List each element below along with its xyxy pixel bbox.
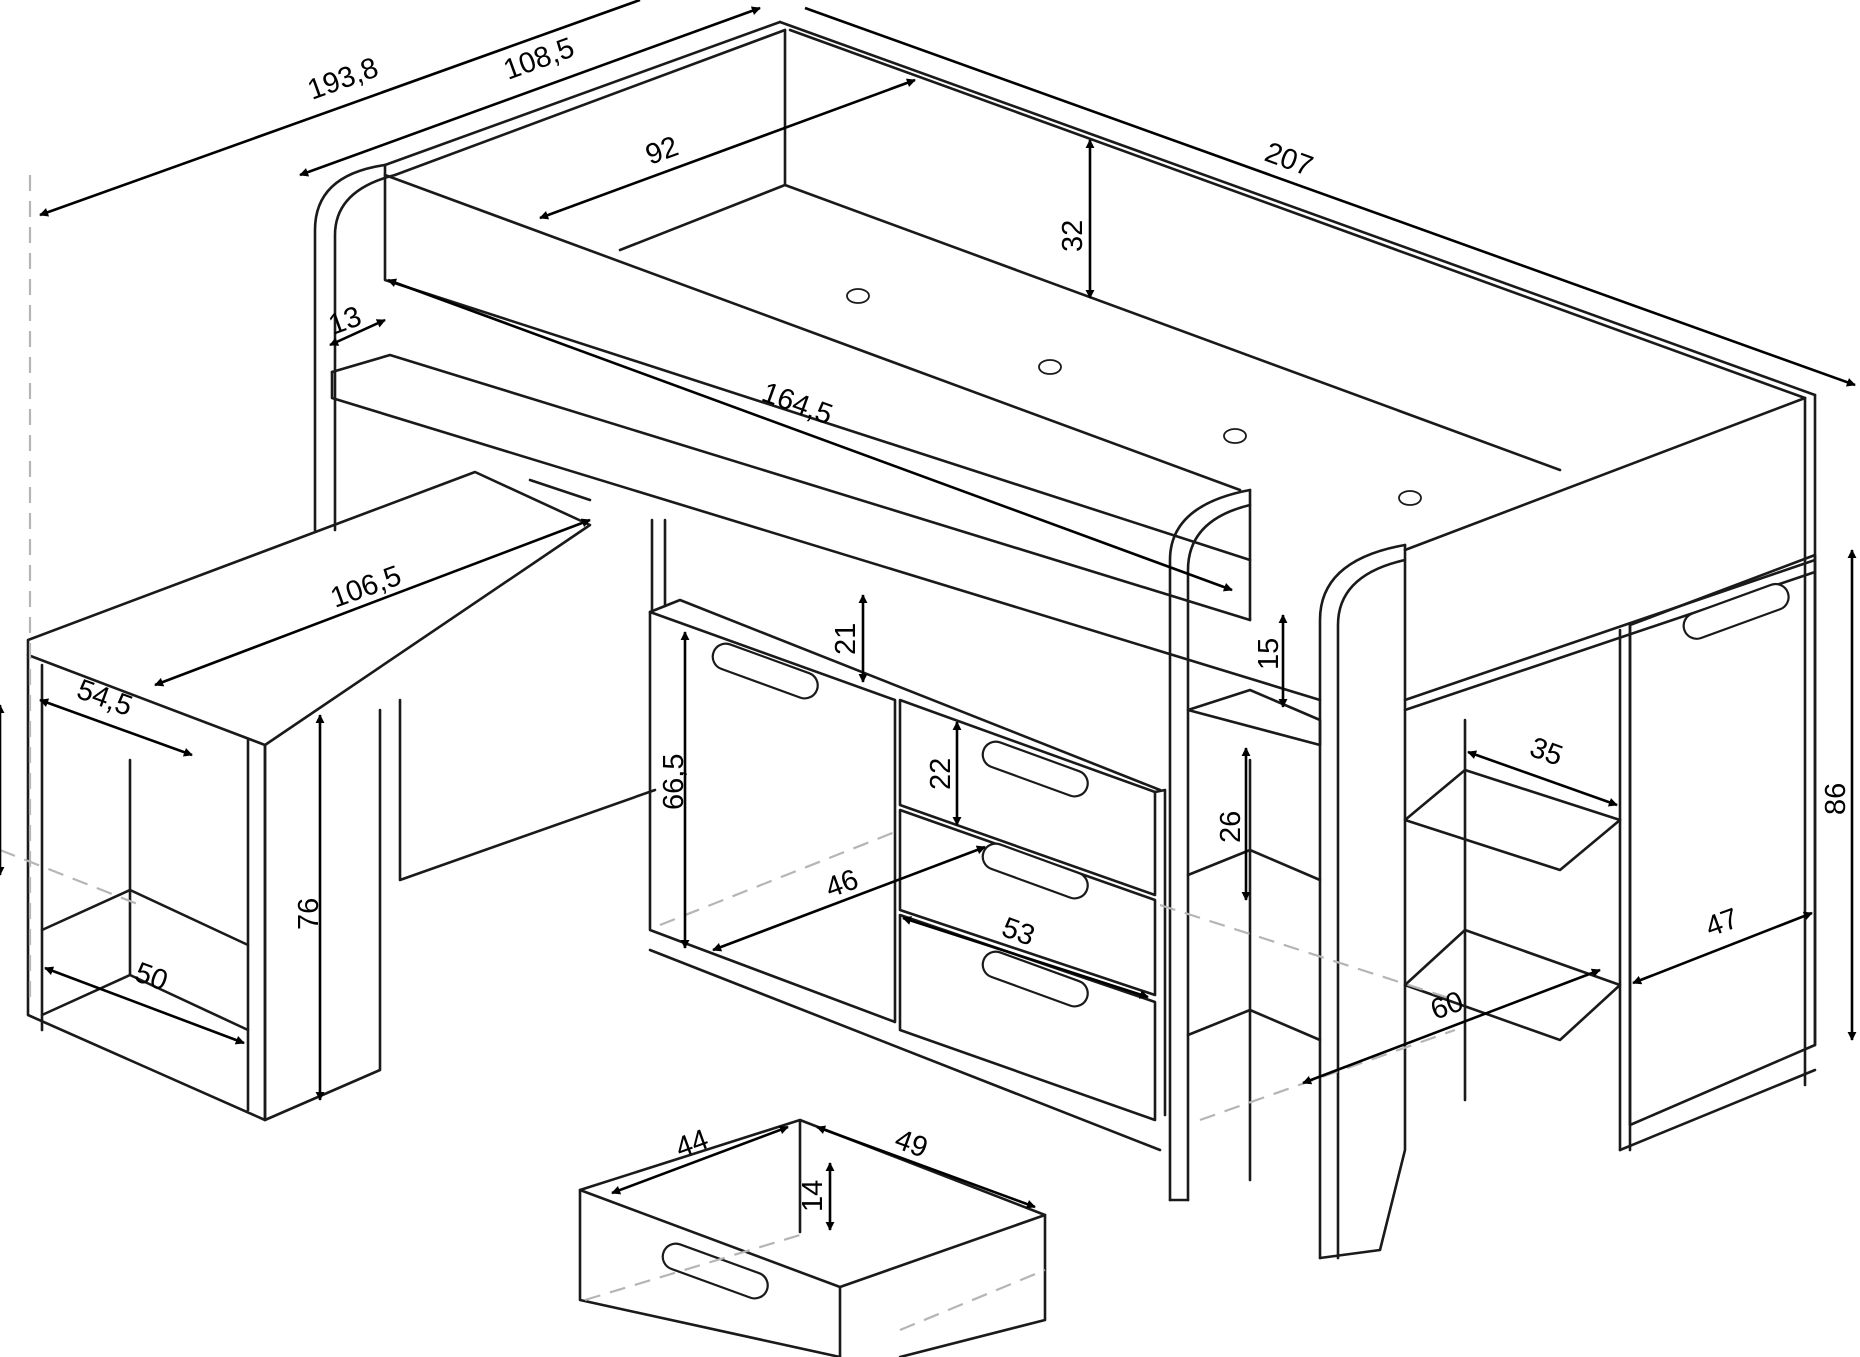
dimension-label: 46 bbox=[821, 863, 862, 904]
dimension-label: 15 bbox=[1253, 638, 1285, 670]
hidden-lines bbox=[0, 175, 1456, 1332]
bed-frame bbox=[313, 20, 1817, 1260]
dimension-label: 22 bbox=[925, 758, 957, 790]
dimension-label: 193,8 bbox=[303, 52, 382, 107]
dimension-arrows bbox=[0, 0, 1857, 1231]
desk-unit bbox=[26, 470, 657, 1122]
dimension-label: 76 bbox=[293, 898, 325, 930]
dimension-label: 86 bbox=[1820, 783, 1852, 815]
dimension-label: 14 bbox=[797, 1180, 829, 1212]
dimension-label: 164,5 bbox=[758, 377, 837, 432]
dimension-label: 60 bbox=[1426, 985, 1467, 1026]
dimension-label: 47 bbox=[1701, 902, 1742, 943]
loose-drawer bbox=[578, 1118, 1047, 1357]
dimension-label: 21 bbox=[830, 623, 862, 655]
dimension-label: 35 bbox=[1526, 732, 1567, 773]
dimension-label: 32 bbox=[1057, 220, 1089, 252]
dimension-label: 53 bbox=[998, 912, 1039, 953]
dimension-label: 26 bbox=[1215, 811, 1247, 843]
dimension-label: 66,5 bbox=[658, 754, 690, 810]
dimension-label: 207 bbox=[1261, 137, 1317, 184]
dimension-label: 13 bbox=[324, 300, 365, 341]
dimension-label: 92 bbox=[641, 130, 682, 171]
dimension-labels: 193,8 108,5 92 207 32 13 164,5 106,5 54,… bbox=[73, 32, 1852, 1212]
